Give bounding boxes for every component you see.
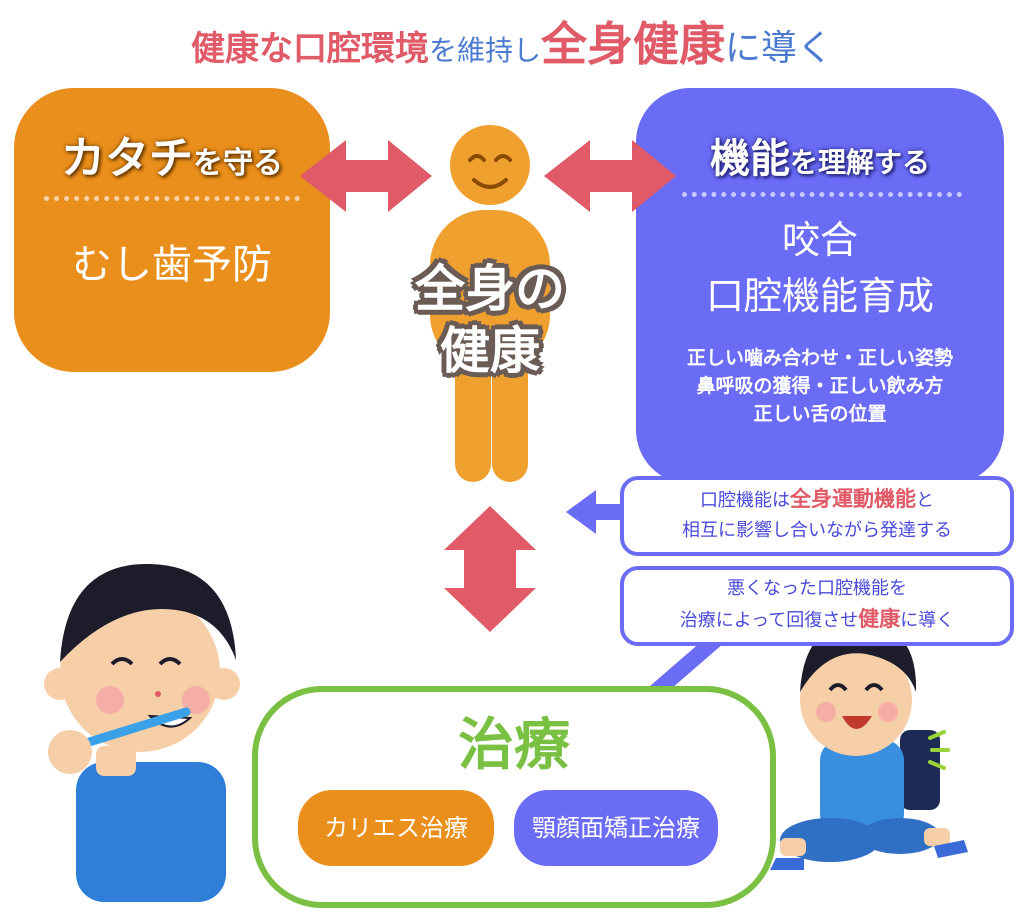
treatment-heading: 治療 bbox=[458, 713, 570, 778]
callout2-line1: 悪くなった口腔機能を bbox=[727, 578, 907, 599]
title-part3: 全身健康 bbox=[541, 17, 725, 71]
list-item: 正しい舌の位置 bbox=[753, 403, 887, 425]
callout2-post: に導く bbox=[900, 610, 955, 631]
callout-recovery: 悪くなった口腔機能を 治療によって回復させ健康に導く bbox=[620, 566, 1014, 646]
heading-katachi: カタチ bbox=[61, 133, 193, 184]
boy-sitting-happy-icon bbox=[770, 622, 968, 870]
double-arrow-left-icon bbox=[300, 140, 432, 212]
callout2-emph: 健康 bbox=[858, 607, 901, 631]
function-main-text: 咬合 口腔機能育成 bbox=[636, 212, 1004, 324]
double-arrow-right-icon bbox=[544, 140, 676, 212]
page-title: 健康な口腔環境を維持し全身健康に導く bbox=[0, 8, 1024, 74]
callout1-emph: 全身運動機能 bbox=[790, 487, 916, 511]
title-part1: 健康な口腔環境 bbox=[190, 29, 429, 69]
callout2-pre: 治療によって回復させ bbox=[679, 610, 859, 631]
dotted-divider bbox=[682, 192, 962, 197]
whole-body-health-label: 全身の 健康 bbox=[370, 258, 610, 382]
person-figure-icon bbox=[430, 125, 550, 482]
callout1-line1: 口腔機能は全身運動機能と bbox=[624, 484, 1010, 516]
title-part4: に導く bbox=[725, 28, 834, 69]
callout2-line2: 治療によって回復させ健康に導く bbox=[624, 604, 1010, 636]
callout-motor-function: 口腔機能は全身運動機能と 相互に影響し合いながら発達する bbox=[620, 476, 1014, 556]
center-line2: 健康 bbox=[440, 322, 540, 380]
double-arrow-vertical-icon bbox=[444, 506, 536, 632]
occlusion-text: 咬合 bbox=[781, 218, 858, 262]
function-heading: 機能を理解する bbox=[636, 126, 1004, 184]
shape-protect-box: カタチを守る むし歯予防 bbox=[14, 88, 330, 372]
list-item: 鼻呼吸の獲得・正しい飲み方 bbox=[696, 375, 944, 397]
heading-wo-rikai: を理解する bbox=[789, 146, 930, 179]
caries-treatment-pill: カリエス治療 bbox=[298, 790, 494, 866]
list-item: 正しい噛み合わせ・正しい姿勢 bbox=[686, 347, 953, 369]
heading-wo-mamoru: を守る bbox=[193, 146, 283, 181]
boy-brushing-teeth-icon bbox=[44, 563, 240, 902]
function-understand-box: 機能を理解する 咬合 口腔機能育成 正しい噛み合わせ・正しい姿勢 鼻呼吸の獲得・… bbox=[636, 88, 1004, 484]
callout1-pre: 口腔機能は bbox=[700, 490, 790, 511]
heading-kinou: 機能 bbox=[709, 136, 790, 182]
function-detail-list: 正しい噛み合わせ・正しい姿勢 鼻呼吸の獲得・正しい飲み方 正しい舌の位置 bbox=[636, 344, 1004, 428]
title-part2: を維持し bbox=[428, 34, 541, 67]
caries-prevention-text: むし歯予防 bbox=[72, 242, 272, 288]
callout1-line2: 相互に影響し合いながら発達する bbox=[682, 520, 952, 541]
smile-face-icon bbox=[468, 154, 512, 189]
treatment-box: 治療 カリエス治療 顎顔面矯正治療 bbox=[252, 686, 776, 908]
oral-function-text: 口腔機能育成 bbox=[705, 274, 934, 318]
shape-protect-heading: カタチを守る bbox=[14, 122, 330, 186]
callout1-post: と bbox=[916, 490, 934, 511]
orthodontic-treatment-pill: 顎顔面矯正治療 bbox=[514, 790, 718, 866]
dotted-divider bbox=[44, 196, 300, 201]
center-line1: 全身の bbox=[415, 260, 565, 318]
arrow-left-icon bbox=[566, 490, 622, 534]
